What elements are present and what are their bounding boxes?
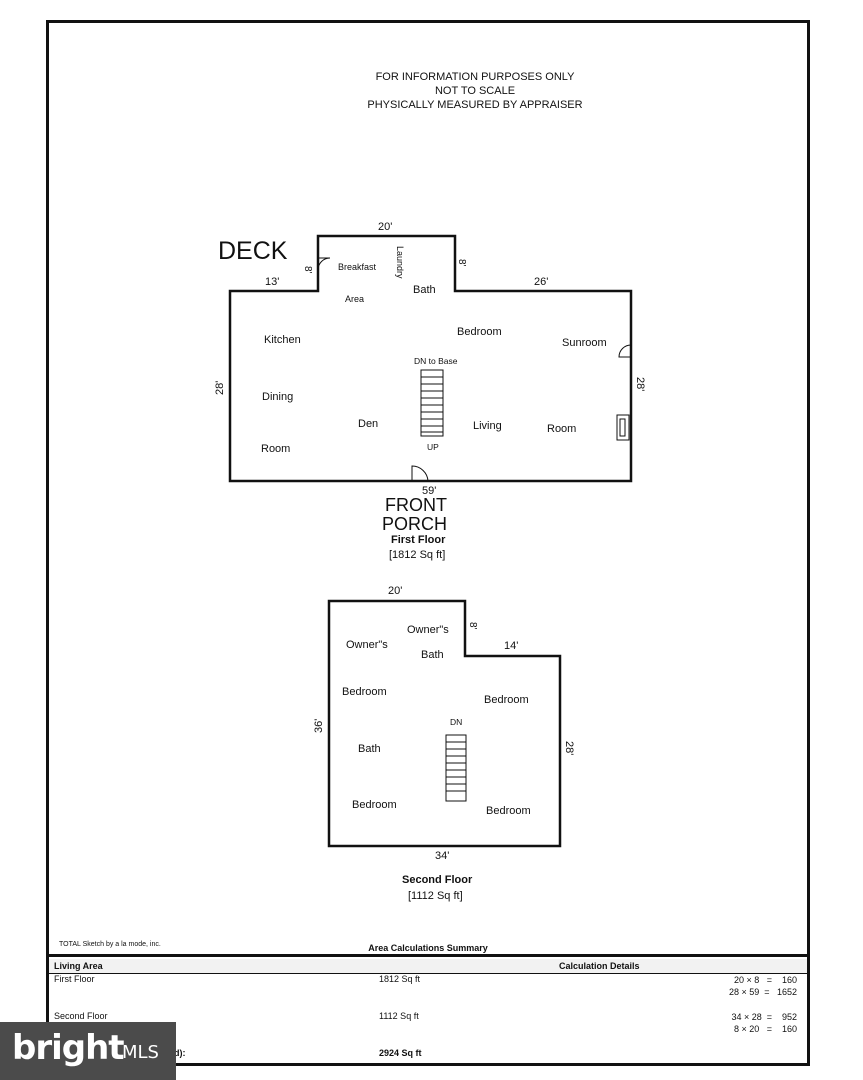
room-label: Bath (413, 284, 436, 296)
row-name: First Floor (54, 974, 95, 984)
row-calc: 20 × 8 = 160 28 × 59 = 1652 (729, 974, 797, 998)
dim-label: 28' (563, 741, 575, 755)
row-area: 1812 Sq ft (379, 974, 421, 984)
room-label: Breakfast (338, 262, 377, 272)
dim-label: 14' (504, 640, 518, 652)
dim-label: 28' (214, 381, 226, 395)
room-label: Laundry (395, 246, 405, 279)
sunroom-door-icon (618, 344, 632, 358)
calc-line: 34 × 28 = 952 (731, 1012, 797, 1022)
bright-mls-logo: bright MLS (0, 1022, 176, 1080)
dim-label: 34' (435, 850, 449, 862)
row-name: Second Floor (54, 1011, 108, 1021)
dim-label: 8' (456, 259, 467, 267)
calc-line: 20 × 8 = 160 (733, 975, 797, 985)
sketch-credit: TOTAL Sketch by a la mode, inc. (59, 941, 161, 948)
first-floor-outline (228, 234, 633, 483)
room-label: Room (261, 443, 290, 455)
room-label: Bedroom (457, 326, 502, 338)
room-label: UP (427, 442, 439, 452)
total-area: 2924 Sq ft (379, 1048, 422, 1058)
room-label: Living (473, 420, 502, 432)
calc-line: 8 × 20 = 160 (733, 1024, 797, 1034)
room-label: Owner"s (346, 639, 388, 651)
dim-label: 13' (265, 276, 279, 288)
room-label: Bedroom (486, 805, 531, 817)
logo-brand: bright (12, 1028, 125, 1068)
dim-label: 36' (313, 719, 325, 733)
room-label: Bath (358, 743, 381, 755)
living-area-header: Living Area (54, 961, 103, 971)
room-label: Dining (262, 391, 293, 403)
room-label: Area (345, 294, 364, 304)
room-label: DN to Base (414, 356, 458, 366)
dim-label: 26' (534, 276, 548, 288)
floor-title: Second Floor (402, 874, 473, 886)
first-floor-stairs (420, 369, 444, 437)
dim-label: 20' (388, 585, 402, 597)
front-porch-label: FRONT (385, 495, 447, 515)
row-calc: 34 × 28 = 952 8 × 20 = 160 (731, 1011, 797, 1035)
front-door-icon (411, 465, 429, 482)
dim-label: 59' (422, 485, 436, 497)
page-frame (46, 20, 810, 1066)
row-area: 1112 Sq ft (379, 1011, 419, 1021)
second-floor-outline (327, 599, 562, 848)
disclaimer-line: PHYSICALLY MEASURED BY APPRAISER (367, 99, 583, 111)
room-label: Bedroom (484, 694, 529, 706)
calc-line: 28 × 59 = 1652 (728, 987, 797, 997)
deck-label: DECK (218, 237, 288, 265)
floor-title: First Floor (391, 534, 446, 546)
floor-area: [1812 Sq ft] (389, 549, 445, 561)
room-label: Den (358, 418, 378, 430)
floor-area: [1112 Sq ft] (408, 890, 463, 902)
logo-mls: MLS (122, 1042, 159, 1063)
second-floor-plan: 20' 8' 14' 36' 28' 34' Owner"s Owner"s B… (313, 585, 575, 902)
deck-door-icon (317, 257, 331, 271)
front-porch-label: PORCH (382, 514, 447, 534)
first-floor-plan: DECK 20' 8' 8' 13' 26' 28' 28' 59' Break… (214, 221, 646, 561)
dim-label: 28' (634, 377, 646, 391)
summary-header: Living Area Calculation Details (49, 959, 807, 974)
room-label: Kitchen (264, 334, 301, 346)
calculation-details-header: Calculation Details (559, 961, 640, 971)
summary-divider (49, 954, 807, 957)
summary-title: Area Calculations Summary (368, 943, 488, 953)
fireplace-icon (616, 414, 630, 441)
dim-label: 8' (302, 266, 313, 274)
dim-label: 8' (467, 622, 478, 630)
room-label: DN (450, 717, 462, 727)
second-floor-stairs (445, 734, 467, 802)
area-calculations-summary: TOTAL Sketch by a la mode, inc. Area Cal… (49, 940, 807, 1064)
disclaimer-line: NOT TO SCALE (434, 85, 516, 97)
room-label: Room (547, 423, 576, 435)
room-label: Sunroom (562, 337, 607, 349)
room-label: Owner"s (407, 624, 449, 636)
dim-label: 20' (378, 221, 392, 233)
room-label: Bedroom (342, 686, 387, 698)
disclaimer-line: FOR INFORMATION PURPOSES ONLY (375, 71, 575, 83)
total-label: d): (174, 1048, 186, 1058)
room-label: Bedroom (352, 799, 397, 811)
room-label: Bath (421, 649, 444, 661)
disclaimer-notice: FOR INFORMATION PURPOSES ONLY NOT TO SCA… (300, 70, 650, 112)
